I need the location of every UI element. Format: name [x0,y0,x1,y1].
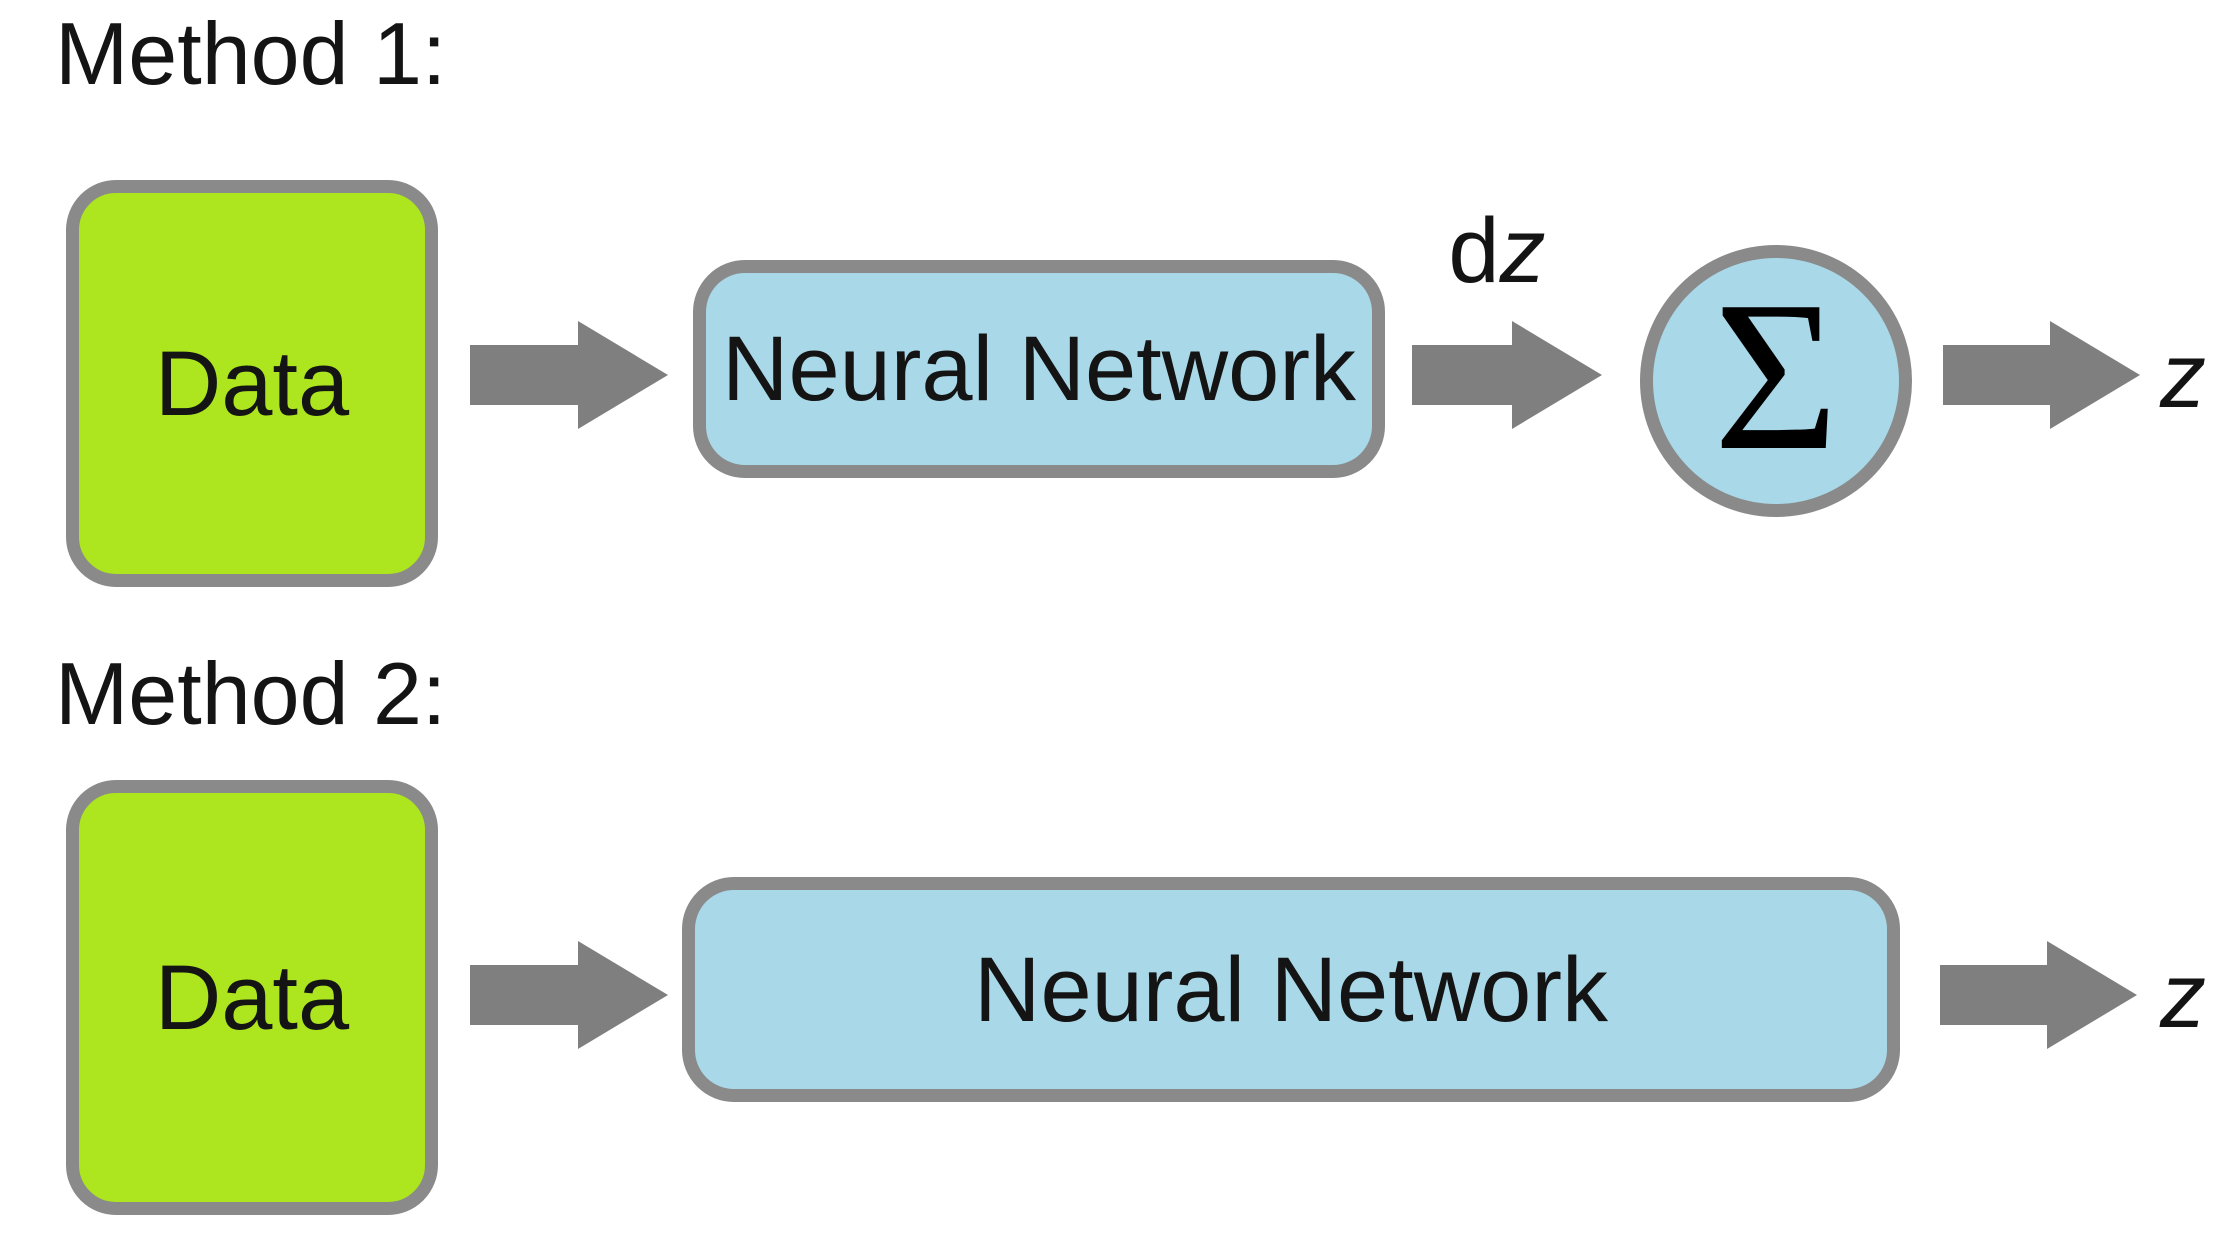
arrow-shaft [470,345,578,405]
method2-nn-box: Neural Network [682,877,1900,1102]
sigma-symbol: Σ [1713,255,1839,495]
method1-data-label: Data [154,332,350,435]
arrow-head [2050,321,2140,429]
method2-nn-label: Neural Network [974,938,1608,1041]
arrow-shaft [1940,965,2047,1025]
method2-output-label: z [2160,945,2206,1047]
flow-arrow-icon [1940,941,2137,1049]
sum-node: Σ [1640,245,1912,517]
method2-title: Method 2: [55,644,447,743]
method1-data-box: Data [66,180,438,587]
method1-nn-label: Neural Network [722,318,1356,420]
method1-nn-box: Neural Network [693,260,1385,478]
method2-data-label: Data [154,946,350,1049]
arrow-shaft [1943,345,2050,405]
arrow-head [2047,941,2137,1049]
arrow-head [578,941,668,1049]
flow-arrow-icon [1412,321,1602,429]
flow-arrow-icon [470,321,668,429]
flow-arrow-icon [1943,321,2140,429]
method1-title: Method 1: [55,4,447,103]
method2-data-box: Data [66,780,438,1215]
method1-output-label: z [2160,325,2206,427]
arrow-head [1512,321,1602,429]
arrow-head [578,321,668,429]
dz-label: dz [1448,200,1546,302]
flow-arrow-icon [470,941,668,1049]
arrow-shaft [1412,345,1512,405]
arrow-shaft [470,965,578,1025]
